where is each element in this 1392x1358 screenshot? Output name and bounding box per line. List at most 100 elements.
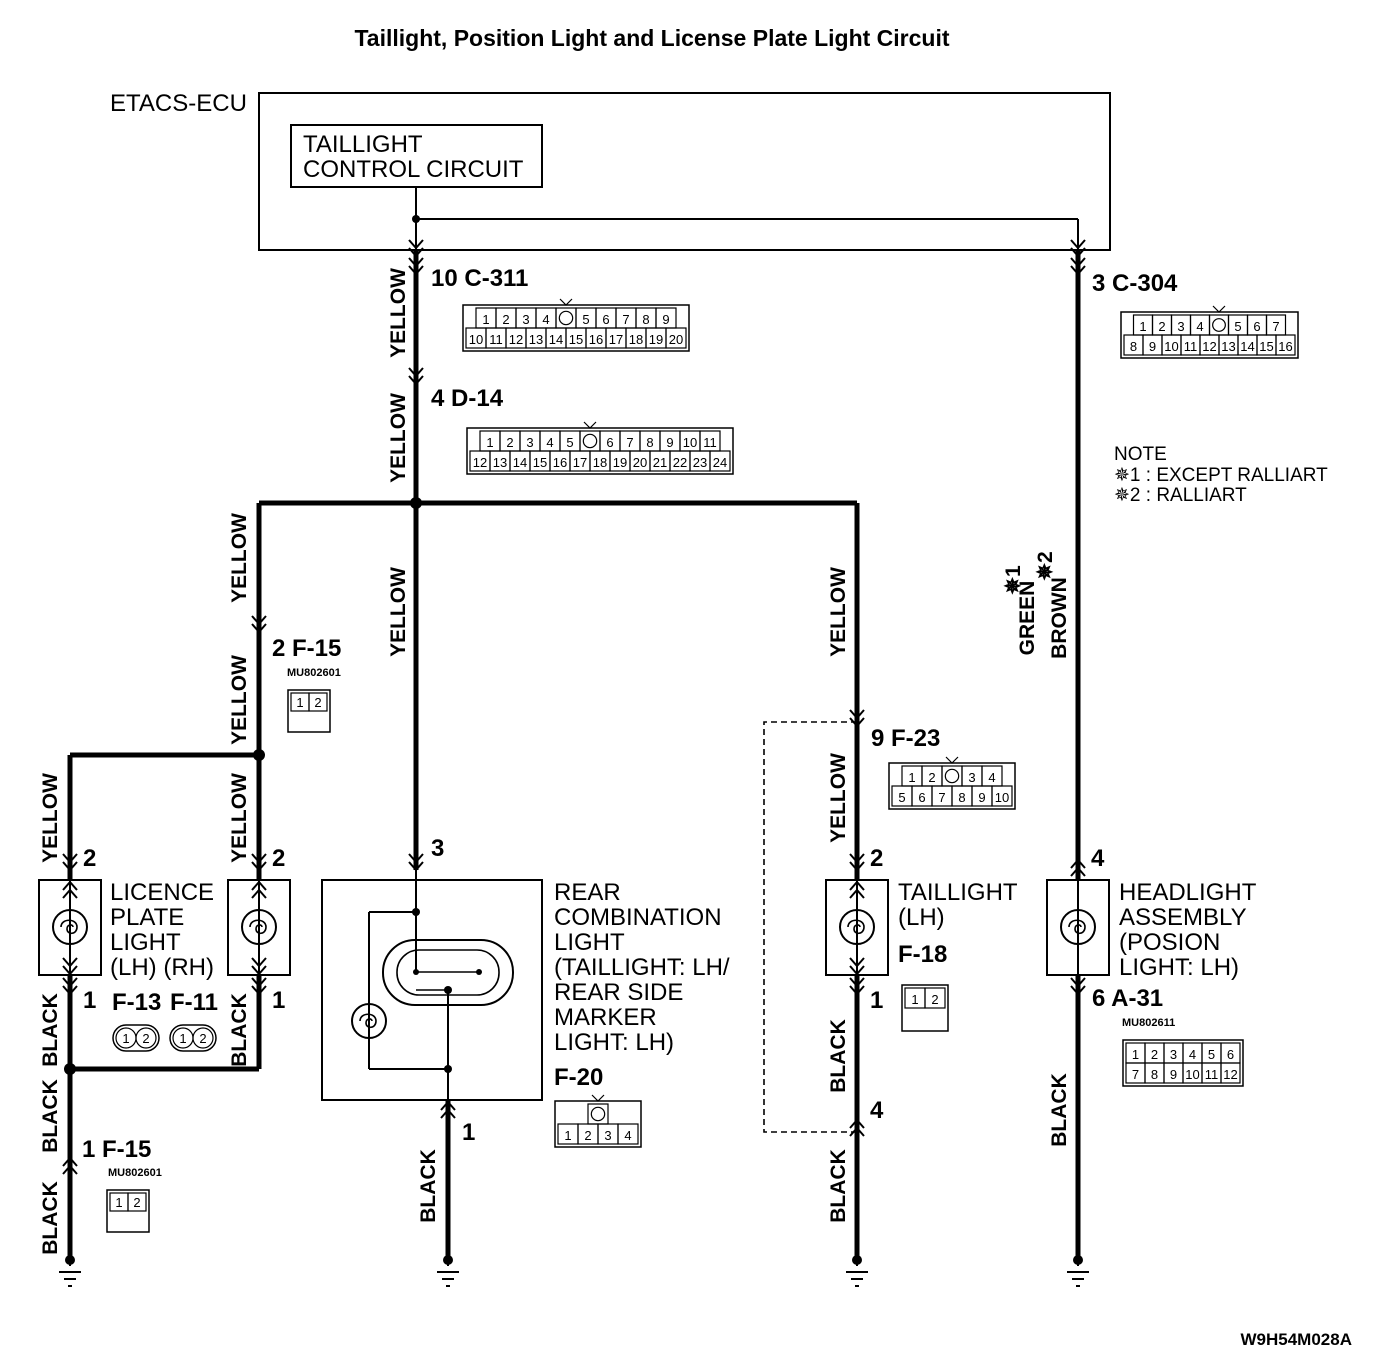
connector-pin: 6 [1253,319,1260,334]
connector-pin: 4 [988,770,995,785]
connector-label-c304: 3 C-304 [1092,270,1178,297]
connector-pin: 9 [666,435,673,450]
rear-combination-light [321,879,543,1101]
wire-label-yellow-4: YELLOW [228,513,251,603]
connector-label-f20: F-20 [554,1064,603,1091]
rear-label-line7: LIGHT: LH) [554,1029,674,1056]
wire-label-black-3: BLACK [39,1181,62,1255]
headlight-label-line2: ASSEMBLY [1119,904,1247,931]
connector-pin: 2 [928,770,935,785]
connector-pin: 2 [506,435,513,450]
connector-pin: 8 [642,312,649,327]
connector-pin: 10 [995,790,1009,805]
connector-pin: 16 [553,455,567,470]
connector-pin: 14 [513,455,527,470]
connector-pin: 20 [633,455,647,470]
connector-pin: 7 [1132,1067,1139,1082]
connector-pin: 13 [529,332,543,347]
pin-tail-bottom: 1 [870,987,883,1014]
connector-pin: 7 [938,790,945,805]
connector-pin: 6 [602,312,609,327]
wire-label-black-7: BLACK [827,1149,850,1223]
note-line2: ✵2 : RALLIART [1114,485,1247,506]
connector-pin: 14 [1240,339,1254,354]
connector-pin: 7 [626,435,633,450]
connector-pin: 11 [1205,1067,1219,1082]
connector-pin: 3 [522,312,529,327]
headlight-label-line1: HEADLIGHT [1119,879,1257,906]
part-number-f15-top: MU802601 [287,667,341,679]
connector-label-d14: 4 D-14 [431,385,504,412]
connector-pin: 3 [604,1128,611,1143]
pin-lic-rh-top: 2 [272,845,285,872]
connector-label-f13: F-13 [112,989,161,1016]
licence-label-line1: LICENCE [110,879,214,906]
connector-pin: 1 [482,312,489,327]
connector-pin: 8 [1130,339,1137,354]
connector-pin: 16 [589,332,603,347]
connector-pin: 21 [653,455,667,470]
connector-pin: 1 [486,435,493,450]
licence-label-line4: (LH) (RH) [110,954,214,981]
connector-pin: 11 [1184,339,1198,354]
connector-pin: 5 [566,435,573,450]
headlight-label-line4: LIGHT: LH) [1119,954,1239,981]
pin-lic-lh-top: 2 [83,845,96,872]
wire-label-black-8: BLACK [1048,1073,1071,1147]
connector-pin: 12 [1223,1067,1237,1082]
connector-pin: 17 [609,332,623,347]
connector-pin: 3 [1170,1047,1177,1062]
connector-pin: 1 [564,1128,571,1143]
circuit-label-line2: CONTROL CIRCUIT [303,156,524,183]
connector-pin: 1 [1132,1047,1139,1062]
wire-label-yellow-7: YELLOW [39,773,62,863]
connector-label-f15-bottom: 1 F-15 [82,1136,151,1163]
connector-pin: 20 [669,332,683,347]
headlight-label-line3: (POSION [1119,929,1220,956]
connector-pin: 12 [1202,339,1216,354]
ground-icon-licence [58,1271,82,1287]
connector-pin: 4 [1196,319,1203,334]
rear-label-line6: MARKER [554,1004,657,1031]
connector-pin: 9 [1149,339,1156,354]
connector-pin: 1 [115,1195,122,1210]
wire-label-yellow-5: YELLOW [228,655,251,745]
connector-pin: 4 [624,1128,631,1143]
part-number-f15-bottom: MU802601 [108,1167,162,1179]
connector-pin: 2 [502,312,509,327]
connector-pin: 6 [918,790,925,805]
connector-pin: 12 [473,455,487,470]
connector-label-c311: 10 C-311 [431,265,528,292]
connector-pin: 2 [931,992,938,1007]
connector-pin: 10 [1185,1067,1199,1082]
connector-pin: 13 [493,455,507,470]
connector-pin: 15 [569,332,583,347]
wire-label-star1: ✵1 [1002,565,1025,596]
ecu-label: ETACS-ECU [110,90,247,117]
connector-pin: 1 [911,992,918,1007]
connector-pin: 11 [489,332,503,347]
wire-label-yellow-1: YELLOW [387,268,410,358]
connector-pin: 2 [199,1031,206,1046]
connector-pin: 1 [1139,319,1146,334]
note-line1: ✵1 : EXCEPT RALLIART [1114,465,1328,486]
connector-pin: 3 [968,770,975,785]
connector-pin: 22 [673,455,687,470]
rear-label-line2: COMBINATION [554,904,722,931]
rear-label-line5: REAR SIDE [554,979,683,1006]
connector-pin: 11 [703,435,717,450]
connector-pin: 2 [1158,319,1165,334]
pin-rear-top: 3 [431,835,444,862]
connector-pin: 2 [1151,1047,1158,1062]
etacs-ecu-box [258,92,1111,251]
connector-pin: 8 [958,790,965,805]
pin-head-top: 4 [1091,845,1105,872]
licence-label-line2: PLATE [110,904,184,931]
wire-label-black-5: BLACK [417,1149,440,1223]
